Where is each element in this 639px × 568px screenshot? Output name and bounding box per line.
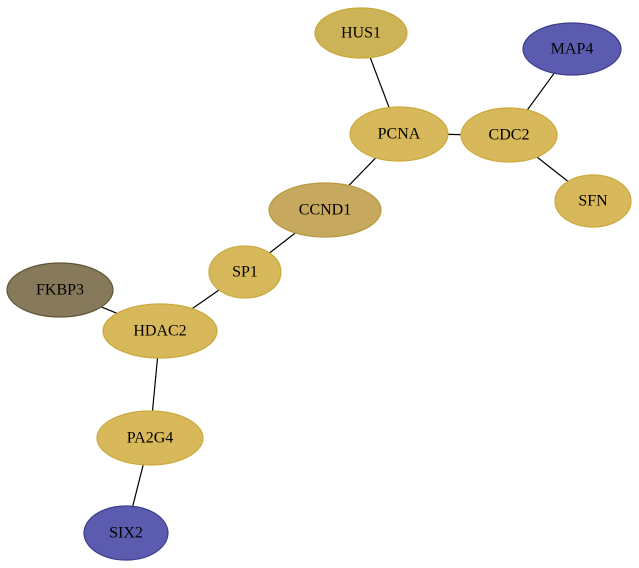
edge-cdc2-sfn (536, 156, 569, 182)
node-sp1[interactable]: SP1 (208, 245, 282, 299)
edge-pcna-ccnd1 (348, 157, 377, 187)
node-label-six2: SIX2 (109, 525, 143, 542)
edges-layer (101, 57, 569, 507)
node-label-sfn: SFN (578, 193, 608, 210)
node-pa2g4[interactable]: PA2G4 (96, 410, 204, 466)
node-sfn[interactable]: SFN (554, 174, 632, 228)
node-shape-pa2g4 (96, 410, 204, 466)
node-label-hdac2: HDAC2 (133, 323, 186, 340)
edge-ccnd1-sp1 (269, 232, 296, 254)
node-label-sp1: SP1 (232, 264, 258, 281)
node-shape-fkbp3 (6, 262, 114, 318)
edge-cdc2-map4 (526, 72, 555, 111)
node-pcna[interactable]: PCNA (349, 106, 449, 162)
node-shape-map4 (522, 22, 622, 76)
node-map4[interactable]: MAP4 (522, 22, 622, 76)
node-hdac2[interactable]: HDAC2 (102, 303, 218, 359)
node-shape-pcna (349, 106, 449, 162)
node-shape-hdac2 (102, 303, 218, 359)
node-hus1[interactable]: HUS1 (314, 7, 408, 59)
node-shape-hus1 (314, 7, 408, 59)
node-shape-sfn (554, 174, 632, 228)
node-shape-ccnd1 (268, 182, 382, 238)
node-label-hus1: HUS1 (341, 25, 381, 42)
edge-sp1-hdac2 (191, 289, 220, 310)
node-label-map4: MAP4 (551, 41, 594, 58)
node-label-pcna: PCNA (378, 126, 421, 143)
node-label-fkbp3: FKBP3 (36, 282, 84, 299)
node-label-ccnd1: CCND1 (299, 202, 351, 219)
edge-hus1-pcna (369, 57, 390, 108)
edge-pa2g4-six2 (132, 464, 144, 507)
edge-fkbp3-hdac2 (101, 306, 118, 314)
node-ccnd1[interactable]: CCND1 (268, 182, 382, 238)
node-shape-cdc2 (460, 107, 558, 163)
node-shape-six2 (83, 505, 169, 561)
node-label-cdc2: CDC2 (489, 127, 530, 144)
node-fkbp3[interactable]: FKBP3 (6, 262, 114, 318)
edge-hdac2-pa2g4 (151, 357, 159, 412)
node-shape-sp1 (208, 245, 282, 299)
node-six2[interactable]: SIX2 (83, 505, 169, 561)
node-cdc2[interactable]: CDC2 (460, 107, 558, 163)
node-label-pa2g4: PA2G4 (127, 430, 174, 447)
